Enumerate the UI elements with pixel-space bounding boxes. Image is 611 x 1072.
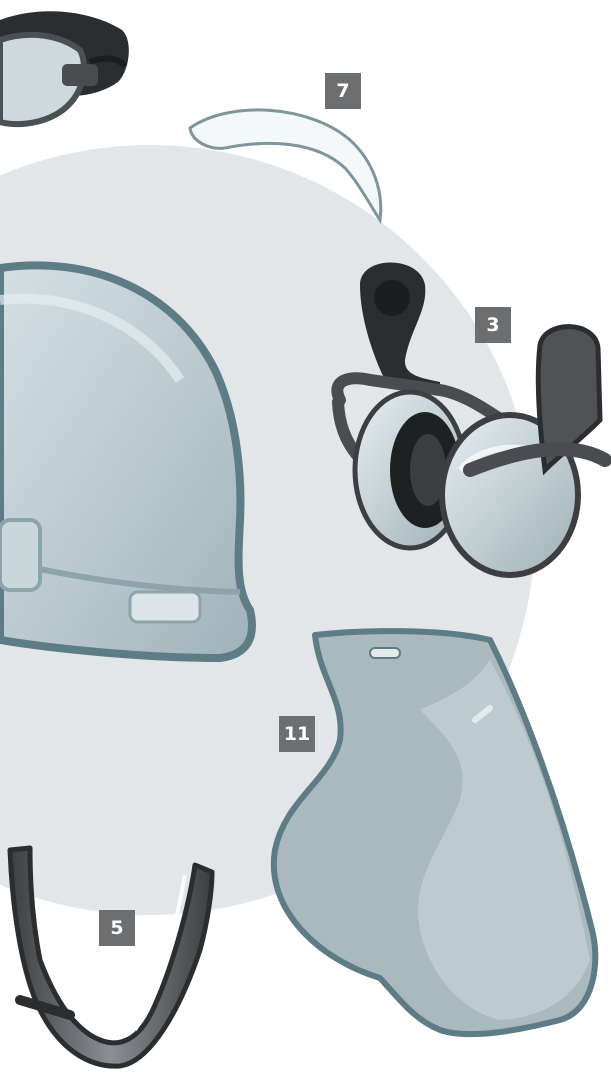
safety-goggles-icon [0, 11, 129, 124]
callout-badge-11: 11 [279, 716, 315, 752]
callout-badge-3: 3 [475, 307, 511, 343]
callout-badge-5: 5 [99, 910, 135, 946]
callout-badge-7: 7 [325, 73, 361, 109]
